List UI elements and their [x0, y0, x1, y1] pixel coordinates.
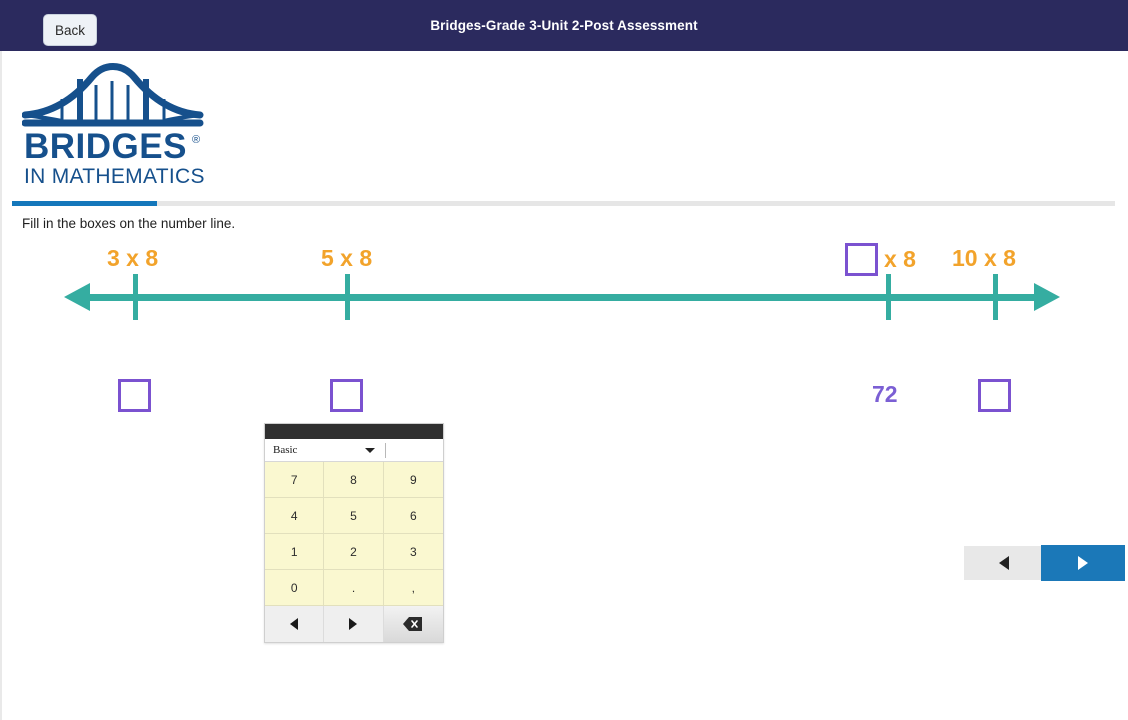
keypad-nav-row — [265, 606, 443, 642]
answer-input-box-1[interactable] — [118, 379, 151, 412]
logo-brand-line2: IN MATHEMATICS — [24, 165, 205, 188]
number-line-axis — [85, 294, 1050, 301]
keypad-move-right-button[interactable] — [324, 606, 384, 642]
keypad-mode-select[interactable]: Basic — [273, 444, 298, 456]
number-line-label-2: 5 x 8 — [321, 245, 373, 271]
triangle-left-icon — [999, 556, 1009, 570]
keypad-key[interactable]: 9 — [383, 462, 443, 498]
keypad-keys: 7 8 9 4 5 6 1 2 3 0 . , — [265, 462, 443, 606]
progress-bar-fill — [12, 201, 157, 206]
number-line-label-3-group: x 8 — [845, 243, 916, 276]
number-line-label-1: 3 x 8 — [107, 245, 159, 271]
virtual-keypad[interactable]: Basic 7 8 9 4 5 6 1 2 3 0 . , — [264, 423, 444, 643]
keypad-key[interactable]: 4 — [265, 498, 325, 534]
keypad-key[interactable]: 6 — [383, 498, 443, 534]
keypad-titlebar-drag-handle[interactable] — [265, 424, 443, 439]
answer-input-box-2[interactable] — [330, 379, 363, 412]
bridge-icon — [22, 63, 204, 127]
number-line-tick — [345, 274, 350, 320]
keypad-key[interactable]: 7 — [265, 462, 325, 498]
triangle-right-icon — [349, 618, 358, 630]
number-line-tick — [886, 274, 891, 320]
triangle-left-icon — [290, 618, 299, 630]
keypad-key[interactable]: 3 — [383, 534, 443, 570]
logo-registered-mark: ® — [192, 134, 200, 146]
keypad-key[interactable]: , — [383, 570, 443, 606]
keypad-key[interactable]: . — [324, 570, 384, 606]
answer-input-box-4[interactable] — [978, 379, 1011, 412]
number-line-tick — [993, 274, 998, 320]
triangle-right-icon — [1078, 556, 1088, 570]
keypad-key[interactable]: 8 — [324, 462, 384, 498]
logo-brand-line1: BRIDGES — [24, 127, 187, 166]
back-button[interactable]: Back — [43, 14, 97, 46]
bridges-logo: BRIDGES ® IN MATHEMATICS — [22, 63, 212, 193]
keypad-key[interactable]: 0 — [265, 570, 325, 606]
number-line-tick — [133, 274, 138, 320]
keypad-backspace-button[interactable] — [383, 606, 443, 642]
number-line-label-3: x 8 — [884, 246, 916, 272]
previous-question-button[interactable] — [964, 546, 1044, 580]
chevron-down-icon[interactable] — [365, 448, 375, 453]
number-line-value-3: 72 — [872, 381, 898, 407]
keypad-mode-bar: Basic — [265, 439, 443, 462]
number-line-label-4: 10 x 8 — [952, 245, 1016, 271]
number-line-arrow-right-icon — [1034, 283, 1060, 311]
keypad-move-left-button[interactable] — [265, 606, 325, 642]
progress-bar-track — [12, 201, 1115, 206]
backspace-icon — [403, 617, 423, 631]
instruction-text: Fill in the boxes on the number line. — [22, 216, 236, 231]
keypad-key[interactable]: 1 — [265, 534, 325, 570]
next-question-button[interactable] — [1041, 545, 1125, 581]
number-line-stage: 3 x 8 5 x 8 x 8 72 10 x 8 — [64, 243, 1060, 412]
keypad-key[interactable]: 2 — [324, 534, 384, 570]
keypad-mode-divider — [385, 443, 386, 458]
content-area: BRIDGES ® IN MATHEMATICS Fill in the box… — [0, 51, 1128, 720]
answer-input-box-3[interactable] — [845, 243, 878, 276]
keypad-key[interactable]: 5 — [324, 498, 384, 534]
